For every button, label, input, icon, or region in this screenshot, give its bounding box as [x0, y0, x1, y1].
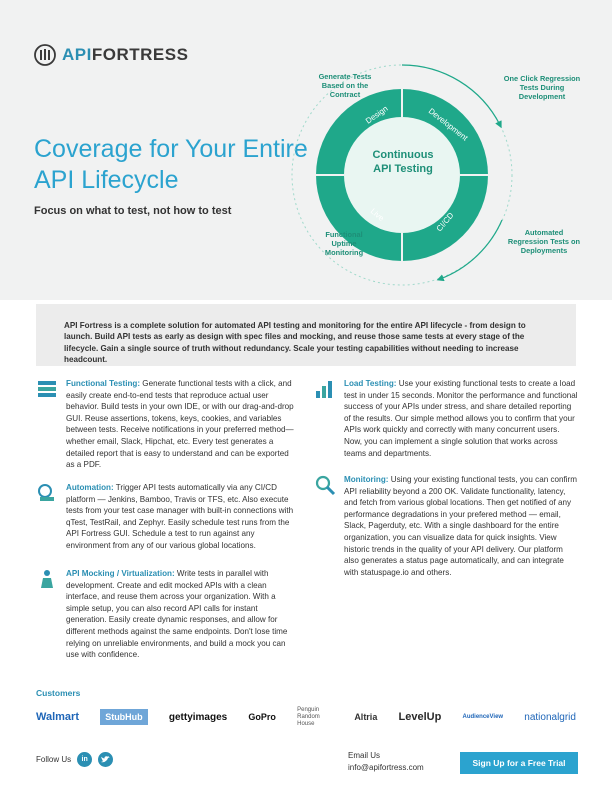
feature-title: Load Testing:: [344, 379, 397, 388]
feature-text: Generate functional tests with a click, …: [66, 379, 294, 470]
feature-text: Use your existing functional tests to cr…: [344, 379, 578, 458]
company-logo[interactable]: APIFORTRESS: [34, 44, 188, 66]
feature-text: Trigger API tests automatically via any …: [66, 483, 294, 550]
feature-functional-testing: Functional Testing: Generate functional …: [36, 378, 298, 478]
customer-logos: Walmart StubHub gettyimages GoPro Pengui…: [36, 704, 576, 730]
fortress-logo-icon: [34, 44, 56, 66]
stubhub-logo: StubHub: [100, 709, 148, 725]
contact-block: Email Us info@apifortress.com: [348, 750, 424, 774]
twitter-icon[interactable]: [98, 752, 114, 767]
lifecycle-center-label: Continuous API Testing: [372, 149, 434, 175]
intro-paragraph: API Fortress is a complete solution for …: [36, 304, 576, 366]
penguin-random-house-logo: Penguin Random House: [297, 706, 320, 727]
logo-wordmark: APIFORTRESS: [62, 45, 189, 64]
walmart-logo: Walmart: [36, 711, 79, 723]
automation-icon: [38, 484, 54, 501]
feature-automation: Automation: Trigger API tests automatica…: [36, 482, 298, 564]
audienceview-logo: AudienceView: [462, 714, 504, 720]
gopro-logo: GoPro: [248, 712, 276, 722]
feature-text: Write tests in parallel with development…: [66, 569, 288, 660]
follow-us: Follow Us in: [36, 752, 114, 767]
feature-api-mocking: API Mocking / Virtualization: Write test…: [36, 568, 298, 661]
mocking-icon: [41, 570, 53, 588]
lifecycle-diagram: Design Development CI/CD Live Continuous…: [290, 60, 610, 290]
customers-heading: Customers: [36, 688, 81, 698]
free-trial-button[interactable]: Sign Up for a Free Trial: [460, 752, 578, 774]
gettyimages-logo: gettyimages: [168, 711, 228, 723]
feature-title: Monitoring:: [344, 475, 389, 484]
feature-load-testing: Load Testing: Use your existing function…: [314, 378, 578, 470]
label-regression-development: One Click Regression Tests During Develo…: [503, 74, 581, 101]
feature-monitoring: Monitoring: Using your existing function…: [314, 474, 578, 578]
altria-logo: Altria: [354, 712, 378, 722]
monitoring-icon: [315, 475, 336, 496]
nationalgrid-logo: nationalgrid: [524, 711, 576, 723]
features-left-column: Functional Testing: Generate functional …: [36, 378, 298, 665]
feature-title: Automation:: [66, 483, 114, 492]
page-subtitle: Focus on what to test, not how to test: [34, 205, 232, 217]
label-uptime-monitoring: Functional Uptime Monitoring: [324, 230, 364, 257]
email-label: Email Us: [348, 751, 381, 760]
hero-section: APIFORTRESS Coverage for Your Entire API…: [0, 0, 612, 300]
page-title: Coverage for Your Entire API Lifecycle: [34, 135, 308, 194]
linkedin-icon[interactable]: in: [77, 752, 93, 767]
feature-title: Functional Testing:: [66, 379, 141, 388]
load-testing-icon: [316, 381, 332, 398]
lifecycle-ring: Design Development CI/CD Live: [291, 64, 513, 286]
functional-testing-icon: [38, 381, 56, 397]
label-generate-tests: Generate Tests Based on the Contract: [318, 72, 372, 99]
follow-label: Follow Us: [36, 755, 72, 764]
twitter-bird-glyph: [101, 755, 111, 762]
label-regression-deployments: Automated Regression Tests on Deployment…: [507, 228, 581, 255]
features-right-column: Load Testing: Use your existing function…: [314, 378, 578, 582]
feature-title: API Mocking / Virtualization:: [66, 569, 175, 578]
feature-text: Using your existing functional tests, yo…: [344, 475, 577, 577]
footer: Follow Us in Email Us info@apifortress.c…: [0, 742, 612, 792]
levelup-logo: LevelUp: [398, 711, 442, 723]
email-link[interactable]: info@apifortress.com: [348, 763, 424, 772]
